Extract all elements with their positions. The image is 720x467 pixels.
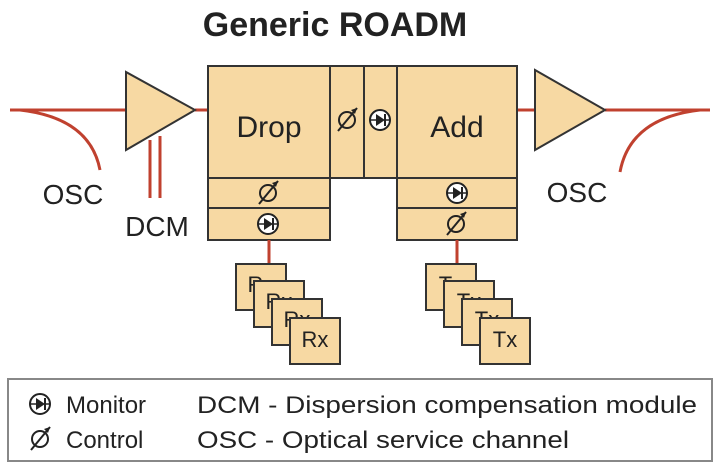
- legend-monitor-label: Monitor: [66, 392, 146, 419]
- osc-left-label: OSC: [43, 179, 104, 210]
- left-amplifier: [125, 70, 198, 152]
- tx-label: Tx: [493, 327, 517, 352]
- rx-label: Rx: [302, 327, 329, 352]
- dcm-label: DCM: [125, 211, 189, 242]
- monitor-icon: [446, 182, 468, 204]
- control-icon: [446, 211, 467, 236]
- control-icon: [337, 107, 358, 132]
- legend-box: [7, 378, 713, 462]
- legend-control-label: Control: [66, 427, 143, 454]
- center-control-cell: [329, 65, 365, 179]
- drop-block: [207, 65, 331, 179]
- diagram-title: Generic ROADM: [203, 6, 468, 44]
- rx-box: [289, 317, 341, 365]
- control-icon: [30, 426, 51, 451]
- right-amplifier: [534, 68, 608, 152]
- osc-right-label: OSC: [547, 177, 608, 208]
- left-osc-curve: [19, 108, 102, 171]
- right-osc-curve: [618, 108, 701, 173]
- monitor-icon: [369, 109, 391, 131]
- tx-stack: Tx Tx Tx Tx: [425, 263, 531, 365]
- add-label: Add: [430, 111, 483, 144]
- add-block: [396, 65, 518, 179]
- monitor-icon: [257, 213, 279, 235]
- control-icon: [258, 180, 279, 205]
- rx-stack: Rx Rx Rx Rx: [235, 263, 341, 365]
- tx-box: [479, 317, 531, 365]
- legend-dcm-definition: DCM - Dispersion compensation module: [197, 392, 697, 419]
- monitor-icon: [29, 393, 51, 415]
- drop-label: Drop: [236, 111, 301, 144]
- legend-osc-definition: OSC - Optical service channel: [197, 427, 569, 454]
